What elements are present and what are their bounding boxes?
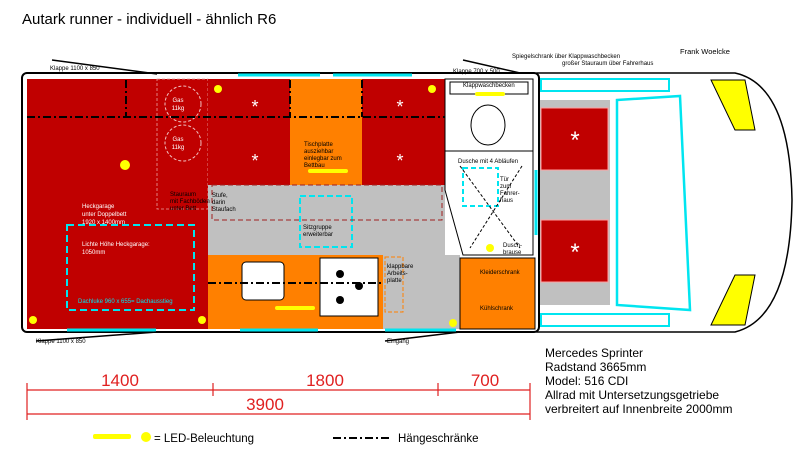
plan-title: Autark runner - individuell - ähnlich R6	[22, 11, 276, 28]
headlight-left	[710, 79, 756, 131]
rear-garage-bed	[27, 79, 208, 329]
flap-line	[51, 59, 158, 75]
bench-left	[208, 79, 290, 185]
led-spot-legend-icon	[141, 432, 151, 442]
headlight-right	[710, 274, 756, 326]
dimension-1400: 1400	[101, 371, 139, 390]
dimension-700: 700	[471, 371, 499, 390]
roof-hatch-shower	[462, 167, 499, 207]
vehicle-info-line: Radstand 3665mm	[545, 360, 646, 374]
label-shower: Dusche mit 4 Abläufen	[458, 159, 518, 165]
flap-line	[384, 331, 461, 342]
driver-seat	[540, 107, 609, 171]
led-lights	[29, 85, 505, 327]
sink	[241, 261, 285, 301]
svg-text:*: *	[396, 97, 403, 117]
legend-hanging-cabinets: Hängeschränke	[398, 433, 479, 445]
gas-bottle-2	[164, 124, 202, 162]
label-entrance: Eingang	[387, 339, 409, 345]
passenger-seat	[540, 219, 609, 283]
stove	[319, 257, 379, 317]
swivel-icon: *	[570, 127, 579, 154]
bench-right	[362, 79, 445, 185]
burner	[336, 296, 344, 304]
legend-led: = LED-Beleuchtung	[154, 433, 254, 445]
entrance-floor	[383, 255, 460, 329]
led-strip-legend-icon	[93, 434, 131, 439]
toilet	[470, 104, 506, 146]
label-flap-bottom-left: Klappe 1100 x 850	[36, 339, 86, 345]
seat-extension	[211, 184, 443, 221]
vehicle-info-line: verbreitert auf Innenbreite 2000mm	[545, 402, 732, 416]
vehicle-info-line: Mercedes Sprinter	[545, 346, 643, 360]
author: Frank Woelcke	[680, 47, 730, 56]
label-fold-basin: Klappwaschbecken	[463, 83, 515, 89]
vehicle-info-line: Allrad mit Untersetzungsgetriebe	[545, 388, 719, 402]
cab-window	[540, 313, 670, 327]
roof-hatch-seating	[299, 195, 353, 248]
label-shower-head: Dusch-brause	[503, 243, 522, 256]
cab-window	[540, 78, 670, 92]
dimension-lines	[26, 383, 531, 420]
label-cab-storage: großer Stauraum über Fahrerhaus	[562, 61, 653, 67]
hanging-cabinets	[27, 80, 445, 284]
label-mirror-cabinet: Spiegelschrank über Klappwaschbecken	[512, 54, 620, 60]
label-clear-height: Lichte Höhe Heckgarage:1050mm	[82, 242, 150, 256]
svg-text:*: *	[396, 151, 403, 171]
roof-hatch-garage	[66, 224, 195, 311]
shower-diagonal	[459, 165, 521, 249]
dimension-1800: 1800	[306, 371, 344, 390]
label-flap-top-right: Klappe 700 x 500	[453, 69, 500, 75]
label-wardrobe: Kleiderschrank	[480, 270, 521, 276]
dimension-total: 3900	[246, 395, 284, 414]
burner	[336, 270, 344, 278]
svg-text:*: *	[251, 151, 258, 171]
label-roof-hatch: Dachluke 960 x 655= Dachausstieg	[78, 299, 173, 305]
svg-text:*: *	[251, 97, 258, 117]
foldable-worktop	[384, 256, 404, 313]
cab-door	[615, 94, 692, 312]
shower	[444, 150, 534, 256]
windows	[67, 73, 538, 332]
label-fridge: Kühlschrank	[480, 306, 514, 312]
vehicle-info-line: Model: 516 CDI	[545, 374, 628, 388]
table-top	[290, 79, 362, 185]
shower-diagonal	[469, 165, 523, 249]
wardrobe-fridge	[459, 257, 536, 330]
gas-bottle-1	[164, 85, 202, 123]
flap-line	[462, 59, 521, 74]
label-flap-top-left: Klappe 1100 x 850	[50, 66, 100, 72]
swivel-icon: *	[570, 239, 579, 266]
flap-line	[35, 331, 158, 342]
swivel-icons: * * * *	[251, 97, 403, 171]
